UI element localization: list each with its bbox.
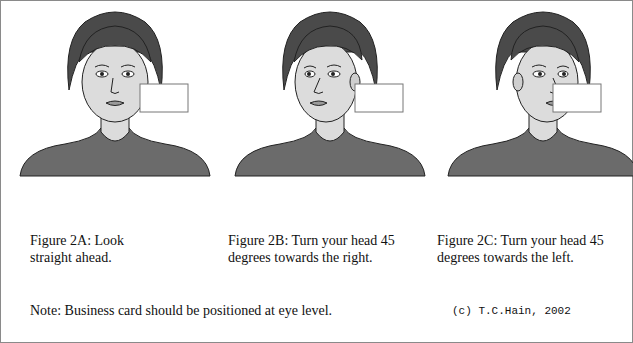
- figure-caption: Figure 2B: Turn your head 45 degrees tow…: [228, 232, 400, 266]
- copyright-notice: (c) T.C.Hain, 2002: [452, 305, 622, 318]
- note-text: Note: Business card should be positioned…: [30, 302, 430, 319]
- figure-caption: Figure 2A: Look straight ahead.: [30, 232, 162, 266]
- figure-caption: Figure 2C: Turn your head 45 degrees tow…: [437, 232, 609, 266]
